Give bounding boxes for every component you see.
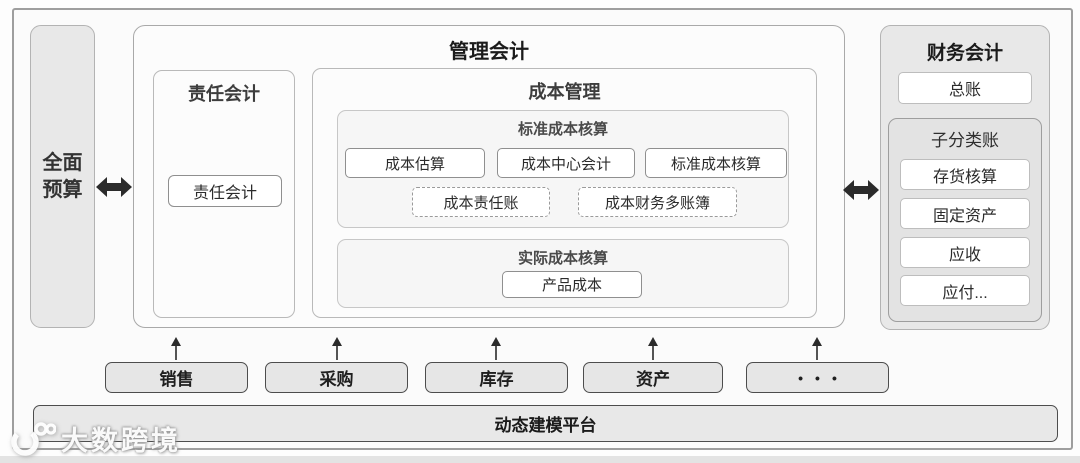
actual-costing-title: 实际成本核算: [517, 250, 608, 267]
cost-responsibility-ledger-node: 成本责任账: [412, 187, 550, 217]
responsibility-accounting-title: 责任会计: [188, 84, 260, 104]
budget-label-line2: 预算: [42, 178, 83, 201]
cost-finance-multiledger-node: 成本财务多账簿: [578, 187, 737, 217]
up-arrow-icon: [332, 337, 342, 360]
module-inventory: 库存: [425, 362, 568, 393]
responsibility-accounting-node: 责任会计: [168, 175, 282, 207]
cost-center-accounting-node: 成本中心会计: [497, 148, 635, 178]
standard-costing-title: 标准成本核算: [517, 121, 608, 138]
accounts-receivable-node: 应收: [900, 237, 1030, 268]
up-arrow-icon: [171, 337, 181, 360]
platform-label: 动态建模平台: [494, 416, 597, 435]
product-cost-node: 产品成本: [502, 271, 642, 298]
budget-label-line1: 全面: [42, 151, 83, 174]
up-arrow-icon: [491, 337, 501, 360]
page-bottom-strip: [0, 456, 1080, 463]
up-arrow-icon: [648, 337, 658, 360]
standard-costing-node: 标准成本核算: [645, 148, 787, 178]
accounts-payable-node: 应付...: [900, 275, 1030, 306]
budget-box: 全面 预算: [30, 25, 95, 328]
financial-accounting-title: 财务会计: [926, 43, 1003, 64]
platform-bar: 动态建模平台: [33, 405, 1058, 442]
cost-estimation-node: 成本估算: [345, 148, 485, 178]
up-arrow-icon: [812, 337, 822, 360]
fixed-assets-node: 固定资产: [900, 198, 1030, 229]
module-assets: 资产: [583, 362, 723, 393]
inventory-accounting-node: 存货核算: [900, 159, 1030, 190]
watermark-text: 大数跨境: [61, 426, 181, 456]
subledger-title: 子分类账: [931, 131, 999, 150]
general-ledger-node: 总账: [898, 72, 1032, 104]
module-purchasing: 采购: [265, 362, 408, 393]
left-double-arrow-icon: [96, 177, 132, 197]
watermark: 大数跨境: [10, 419, 181, 458]
module-sales: 销售: [105, 362, 248, 393]
management-accounting-title: 管理会计: [449, 41, 529, 63]
right-double-arrow-icon: [843, 180, 879, 200]
watermark-logo-icon: [11, 421, 56, 456]
cost-management-title: 成本管理: [528, 82, 601, 102]
module-more: •••: [746, 362, 889, 393]
